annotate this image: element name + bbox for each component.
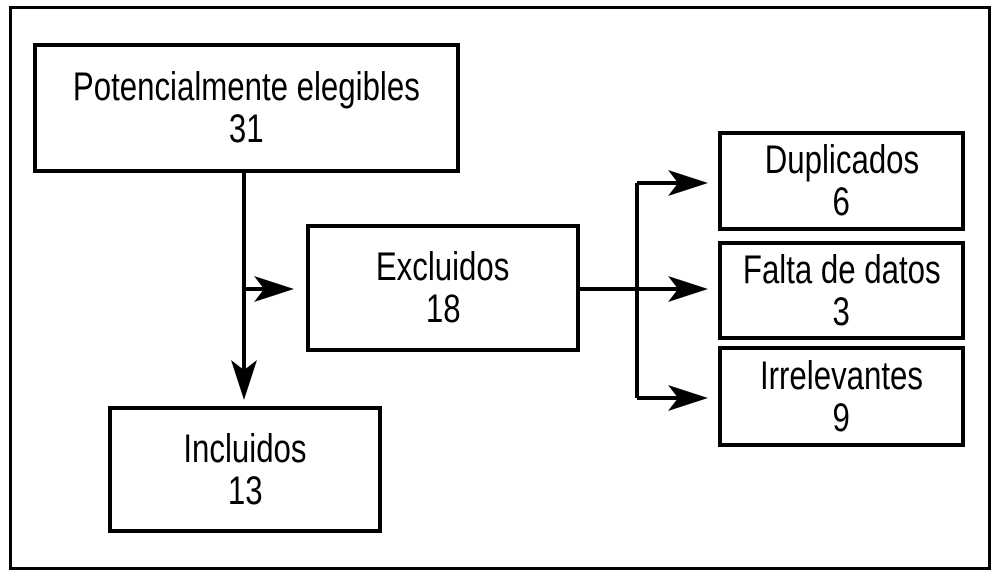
node-value: 3 (832, 289, 851, 334)
node-label: Duplicados (764, 138, 919, 182)
node-value: 9 (832, 395, 851, 440)
node-missing-data: Falta de datos 3 (718, 241, 965, 340)
node-included: Incluidos 13 (108, 406, 382, 533)
node-duplicates: Duplicados 6 (718, 131, 965, 231)
node-value: 31 (229, 107, 264, 151)
node-value: 13 (227, 468, 263, 513)
node-label: Excluidos (376, 245, 510, 289)
diagram-border (9, 6, 991, 570)
node-label: Potencialmente elegibles (73, 65, 420, 109)
node-potentially-eligible: Potencialmente elegibles 31 (33, 43, 460, 173)
node-value: 6 (832, 180, 851, 224)
node-label: Irrelevantes (759, 353, 923, 398)
node-label: Falta de datos (742, 247, 941, 292)
node-excluded: Excluidos 18 (306, 224, 580, 352)
node-irrelevant: Irrelevantes 9 (718, 346, 965, 447)
node-value: 18 (425, 287, 461, 331)
node-label: Incluidos (183, 426, 307, 471)
